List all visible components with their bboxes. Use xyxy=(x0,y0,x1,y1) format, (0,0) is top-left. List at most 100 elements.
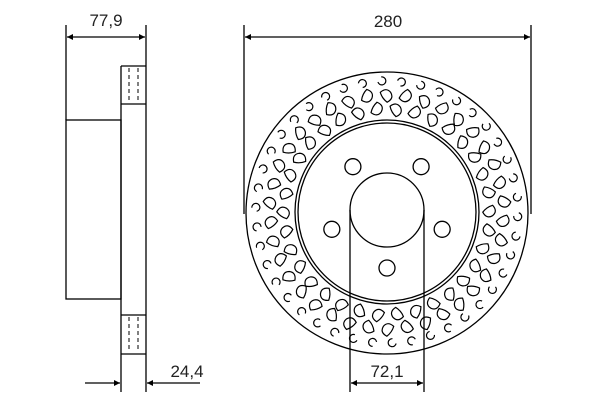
perforation-hole xyxy=(362,319,375,334)
bolt-hole xyxy=(344,158,362,176)
perforation-hole xyxy=(457,135,469,149)
perforation-hole xyxy=(283,292,292,303)
perforation-hole xyxy=(272,159,286,173)
perforation-hole xyxy=(495,214,510,228)
perforation-hole xyxy=(494,232,509,247)
perforation-hole xyxy=(397,77,406,87)
perforation-hole xyxy=(277,129,286,139)
bolt-hole xyxy=(378,259,396,277)
perforation-hole xyxy=(295,284,307,299)
perforation-hole xyxy=(279,187,294,200)
perforation-hole xyxy=(425,330,436,340)
perforation-hole xyxy=(350,107,365,121)
perforation-hole xyxy=(360,88,374,103)
perforation-hole xyxy=(313,318,321,328)
perforation-hole xyxy=(335,112,347,127)
perforation-hole xyxy=(475,166,489,181)
perforation-hole xyxy=(304,276,318,288)
perforation-hole xyxy=(436,307,451,321)
perforation-hole xyxy=(292,152,307,164)
perforation-hole xyxy=(390,306,405,321)
perforation-hole xyxy=(513,212,523,222)
bolt-hole xyxy=(433,220,451,238)
perforation-hole xyxy=(441,123,456,135)
perforation-hole xyxy=(410,304,422,319)
perforation-hole xyxy=(482,204,496,218)
perforation-hole xyxy=(419,316,432,331)
hat-edge xyxy=(297,122,477,302)
perforation-hole xyxy=(398,88,412,103)
perforation-hole xyxy=(282,270,296,282)
perforation-hole xyxy=(381,323,395,337)
perforation-hole xyxy=(487,286,497,295)
perforation-hole xyxy=(267,178,282,190)
perforation-hole xyxy=(271,277,281,286)
perforation-hole xyxy=(427,113,438,127)
perforation-hole xyxy=(335,298,349,312)
perforation-hole xyxy=(465,127,480,138)
perforation-hole xyxy=(435,87,444,97)
perforation-hole xyxy=(289,115,299,124)
perforation-hole xyxy=(426,297,441,310)
perforation-hole xyxy=(511,231,521,241)
perforation-hole xyxy=(353,303,366,318)
perforation-hole xyxy=(492,175,507,190)
friction-ring-inner-edge xyxy=(294,119,480,305)
perforation-hole xyxy=(469,258,482,273)
perforation-hole xyxy=(307,114,322,126)
perforation-hole xyxy=(418,95,431,109)
perforation-hole xyxy=(387,338,397,348)
vent-hidden-lines xyxy=(128,68,139,352)
perforation-hole xyxy=(482,186,497,199)
disc-outer-edge xyxy=(245,71,529,355)
perforation-hole xyxy=(502,155,512,164)
perforation-hole xyxy=(274,253,288,267)
perforation-hole xyxy=(482,223,497,237)
perforation-hole xyxy=(343,317,357,331)
perforation-hole xyxy=(330,327,340,337)
perforation-hole xyxy=(326,307,337,322)
perforation-hole xyxy=(497,195,512,208)
perforation-hole xyxy=(377,76,387,86)
perforation-hole xyxy=(317,124,332,137)
center-bore xyxy=(349,172,425,248)
perforation-pattern xyxy=(251,76,523,348)
perforation-hole xyxy=(304,136,316,150)
perforation-hole xyxy=(456,275,471,287)
perforation-hole xyxy=(379,89,393,103)
perforation-hole xyxy=(255,241,265,251)
perforation-hole xyxy=(453,297,465,311)
perforation-hole xyxy=(475,243,490,255)
perforation-hole xyxy=(451,96,462,106)
perforation-hole xyxy=(416,80,426,90)
diameter-dimension-label: 280 xyxy=(374,12,402,31)
perforation-hole xyxy=(407,336,416,346)
perforation-hole xyxy=(486,253,501,265)
perforation-hole xyxy=(357,78,367,89)
perforation-hole xyxy=(487,159,502,171)
perforation-hole xyxy=(434,102,449,115)
perforation-hole xyxy=(253,183,264,193)
perforation-hole xyxy=(467,152,482,163)
perforation-hole xyxy=(481,122,491,131)
perforation-hole xyxy=(264,216,279,230)
perforation-hole xyxy=(258,164,268,174)
perforation-hole xyxy=(266,146,276,155)
perforation-hole xyxy=(479,268,492,283)
thickness-dimension-label: 24,4 xyxy=(170,362,203,381)
perforation-hole xyxy=(493,137,503,147)
perforation-hole xyxy=(339,83,348,93)
perforation-hole xyxy=(321,91,331,101)
perforation-hole xyxy=(305,102,314,112)
perforation-hole xyxy=(319,287,331,301)
perforation-hole xyxy=(466,285,481,297)
perforation-hole xyxy=(262,260,272,270)
perforation-hole xyxy=(443,287,455,301)
perforation-hole xyxy=(252,222,262,232)
perforation-hole xyxy=(443,323,453,333)
perforation-hole xyxy=(283,244,298,256)
perforation-hole xyxy=(460,313,470,322)
bolt-holes xyxy=(323,158,451,277)
bolt-hole xyxy=(412,158,430,176)
